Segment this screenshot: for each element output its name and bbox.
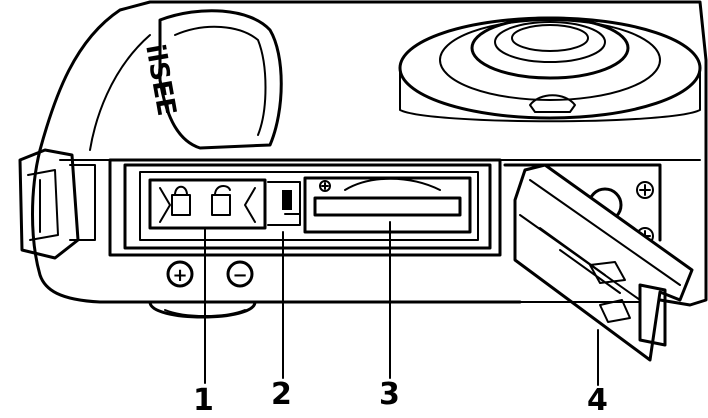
callout-1: 1 bbox=[193, 383, 214, 418]
polarity-symbols: + − bbox=[166, 260, 254, 288]
battery-compartment bbox=[108, 158, 502, 257]
memory-card-slot bbox=[303, 176, 472, 234]
body-marking: ilSEE bbox=[139, 42, 181, 118]
battery-lock bbox=[148, 178, 267, 230]
plus-symbol: + bbox=[172, 265, 187, 286]
camera-body-outline bbox=[31, 0, 708, 307]
minus-symbol: − bbox=[232, 265, 247, 286]
callout-2: 2 bbox=[271, 377, 292, 412]
battery-contacts bbox=[267, 181, 301, 226]
compartment-door bbox=[513, 163, 694, 362]
lens-assembly bbox=[398, 16, 702, 123]
leader-lines bbox=[204, 221, 599, 386]
callout-4: 4 bbox=[587, 383, 608, 418]
callout-3: 3 bbox=[379, 377, 400, 412]
minus-symbol-icon bbox=[226, 260, 254, 288]
tripod-mount bbox=[148, 300, 257, 319]
plus-symbol-icon bbox=[166, 260, 194, 288]
strap-mount bbox=[18, 148, 96, 260]
camera-grip bbox=[158, 9, 283, 150]
